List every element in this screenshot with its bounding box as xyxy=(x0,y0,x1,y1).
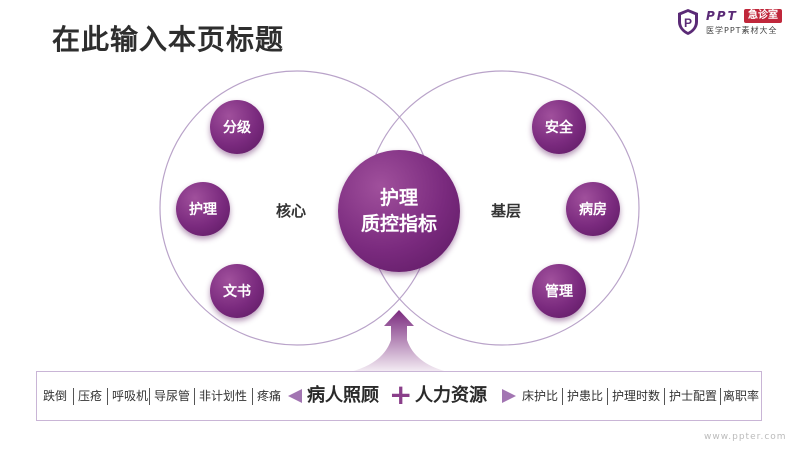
node-bingfang: 病房 xyxy=(566,182,620,236)
bar-item: 护士配置 xyxy=(669,389,718,403)
center-line2: 质控指标 xyxy=(360,213,437,235)
center-line1: 护理 xyxy=(379,187,418,209)
plus-sign: + xyxy=(389,378,413,411)
logo-subtitle: 医学PPT素材大全 xyxy=(706,26,778,35)
right-main-label: 人力资源 xyxy=(415,385,487,406)
node-wenshu: 文书 xyxy=(210,264,264,318)
bar-item: 压疮 xyxy=(78,389,103,403)
bottom-bar: 跌倒 压疮 呼吸机 导尿管 非计划性 疼痛 病人照顾 + 人力资源 床护比 护患… xyxy=(36,371,762,421)
page-title: 在此输入本页标题 xyxy=(52,23,285,56)
separator xyxy=(252,388,253,405)
right-circle-label: 基层 xyxy=(491,202,522,220)
bar-item: 护理时数 xyxy=(612,389,661,403)
bar-item: 非计划性 xyxy=(199,389,248,403)
bar-item: 护患比 xyxy=(567,389,604,403)
left-circle-label: 核心 xyxy=(276,202,307,220)
separator xyxy=(73,388,74,405)
logo-brand: PPT xyxy=(706,9,738,23)
bar-item: 床护比 xyxy=(522,389,559,403)
bar-item: 离职率 xyxy=(723,389,760,403)
node-anquan: 安全 xyxy=(532,100,586,154)
bar-item: 呼吸机 xyxy=(112,389,149,403)
up-arrow xyxy=(350,310,448,372)
node-fenji: 分级 xyxy=(210,100,264,154)
separator xyxy=(720,388,721,405)
separator xyxy=(562,388,563,405)
shield-icon: P xyxy=(678,9,698,35)
separator xyxy=(149,388,150,405)
node-guanli: 管理 xyxy=(532,264,586,318)
center-node: 护理 质控指标 xyxy=(338,150,460,272)
watermark: www.ppter.com xyxy=(704,432,787,442)
logo-badge: 急诊室 xyxy=(744,9,782,23)
arrow-right-icon xyxy=(502,389,516,403)
logo: P PPT 急诊室 医学PPT素材大全 xyxy=(676,8,792,38)
node-huli: 护理 xyxy=(176,182,230,236)
arrow-left-icon xyxy=(288,389,302,403)
separator xyxy=(607,388,608,405)
separator xyxy=(107,388,108,405)
separator xyxy=(194,388,195,405)
separator xyxy=(664,388,665,405)
bar-item: 疼痛 xyxy=(257,389,282,403)
bar-item: 导尿管 xyxy=(154,389,191,403)
svg-text:P: P xyxy=(684,16,692,30)
left-main-label: 病人照顾 xyxy=(307,385,379,406)
bar-item: 跌倒 xyxy=(43,389,68,403)
